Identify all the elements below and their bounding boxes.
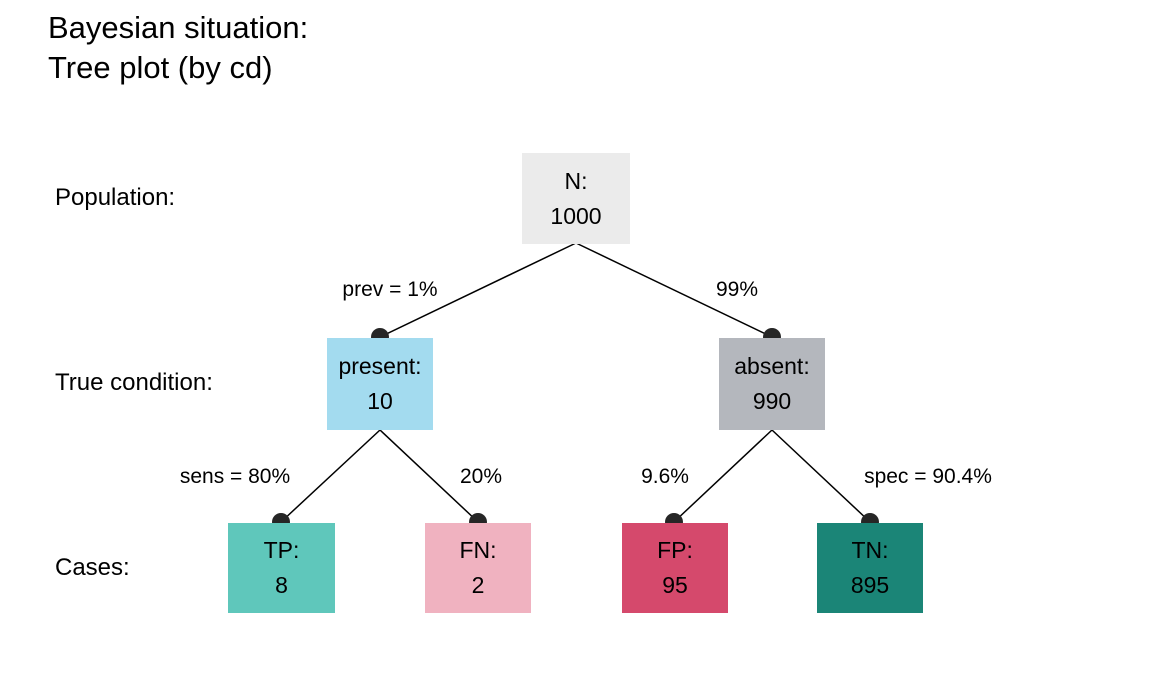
node-condition-present: present: 10 (327, 338, 433, 430)
plot-title: Bayesian situation: Tree plot (by cd) (48, 8, 308, 88)
node-value: 2 (471, 572, 485, 598)
node-true-positive: TP: 8 (228, 523, 335, 613)
row-label-cases: Cases: (55, 554, 130, 581)
node-label: present: (338, 353, 422, 379)
node-value: 1000 (550, 202, 602, 229)
node-label: absent: (734, 353, 810, 379)
node-false-positive: FP: 95 (622, 523, 728, 613)
node-false-negative: FN: 2 (425, 523, 531, 613)
node-value: 895 (850, 572, 890, 598)
node-label: TN: (851, 537, 889, 563)
node-value: 8 (275, 572, 288, 598)
node-label: TP: (263, 537, 300, 563)
node-true-negative: TN: 895 (817, 523, 923, 613)
node-value: 10 (367, 388, 393, 414)
node-population-total: N: 1000 (522, 153, 630, 244)
row-label-true-condition: True condition: (55, 369, 213, 396)
row-label-population: Population: (55, 184, 176, 211)
edge-label-sens: sens = 80% (179, 465, 291, 488)
edge-absent-tn (771, 429, 871, 523)
node-label: FP: (657, 537, 693, 563)
node-label: FN: (459, 537, 497, 563)
node-label: N: (564, 167, 588, 194)
edge-label-prev: prev = 1% (342, 278, 438, 301)
edge-root-absent (575, 242, 773, 338)
node-value: 990 (752, 388, 792, 414)
edge-label-spec: spec = 90.4% (864, 465, 992, 488)
node-condition-absent: absent: 990 (719, 338, 825, 430)
edge-label-miss: 20% (459, 465, 503, 488)
edge-present-fn (379, 429, 479, 523)
edge-label-fallout: 9.6% (641, 465, 689, 488)
edge-root-present (379, 242, 577, 338)
node-value: 95 (662, 572, 688, 598)
plot-title-line1: Bayesian situation: (48, 10, 309, 45)
edge-present-tp (280, 429, 381, 523)
edge-label-not-prev: 99% (715, 278, 759, 301)
plot-title-line2: Tree plot (by cd) (48, 50, 273, 85)
edge-absent-fp (673, 429, 773, 523)
